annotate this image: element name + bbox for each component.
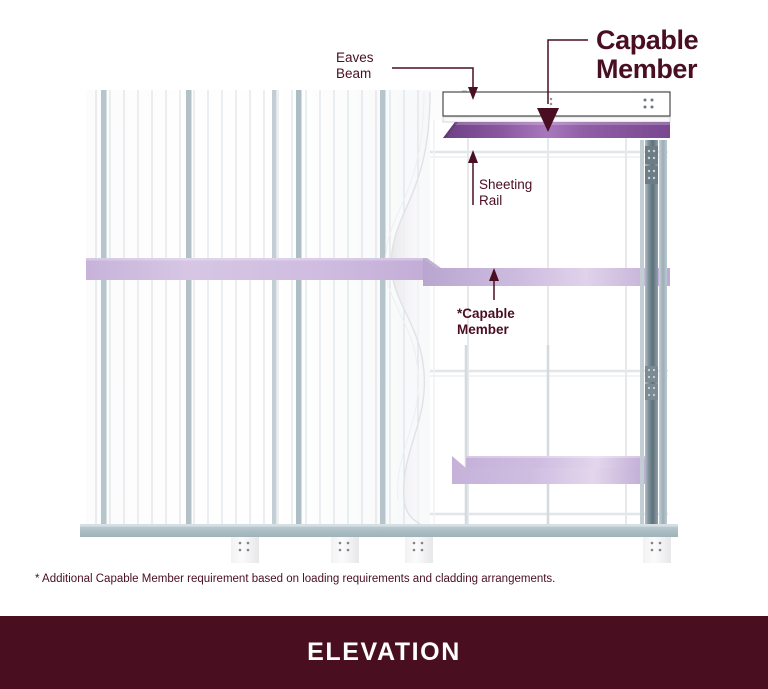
column-connection-plate-lower [645, 366, 658, 400]
annotation-sheeting-rail-line1: Sheeting [479, 177, 533, 192]
cladding-cutaway [384, 90, 431, 524]
column-connection-plate-upper [645, 146, 658, 184]
footing-pads [231, 537, 671, 563]
elevation-banner: ELEVATION [0, 616, 768, 689]
eaves-beam-bolts-right [643, 98, 654, 109]
eaves-beam-leader [392, 67, 474, 88]
annotation-leaders [392, 39, 588, 300]
right-steel-column [640, 140, 667, 524]
annotation-capable-member-middle-line1: *Capable [457, 306, 515, 321]
annotation-eaves-beam: Eaves Beam [336, 50, 374, 81]
base-structure [80, 524, 678, 563]
annotation-eaves-beam-line1: Eaves [336, 50, 374, 65]
eaves-beam [442, 91, 671, 123]
annotation-capable-member-top-line1: Capable [596, 25, 699, 55]
annotation-sheeting-rail: Sheeting Rail [479, 177, 532, 208]
annotation-sheeting-rail-line2: Rail [479, 192, 503, 208]
annotation-eaves-beam-line2: Beam [336, 65, 372, 81]
annotation-capable-member-middle-line2: Member [457, 321, 509, 337]
footnote-text: * Additional Capable Member requirement … [35, 573, 556, 585]
footing-bolts [238, 541, 662, 552]
annotation-arrowheads [468, 87, 559, 281]
capable-member-middle-band [86, 258, 670, 286]
annotation-capable-member-top: Capable Member [596, 25, 699, 84]
internal-sheeting-rails [400, 150, 668, 516]
annotation-capable-member-middle: *Capable Member [457, 306, 515, 337]
capable-member-top-band [443, 122, 670, 138]
banner-title: ELEVATION [307, 638, 461, 666]
capable-member-top-leader [547, 39, 588, 104]
annotation-capable-member-top-line2: Member [596, 54, 698, 84]
capable-member-lower-band [452, 456, 648, 484]
